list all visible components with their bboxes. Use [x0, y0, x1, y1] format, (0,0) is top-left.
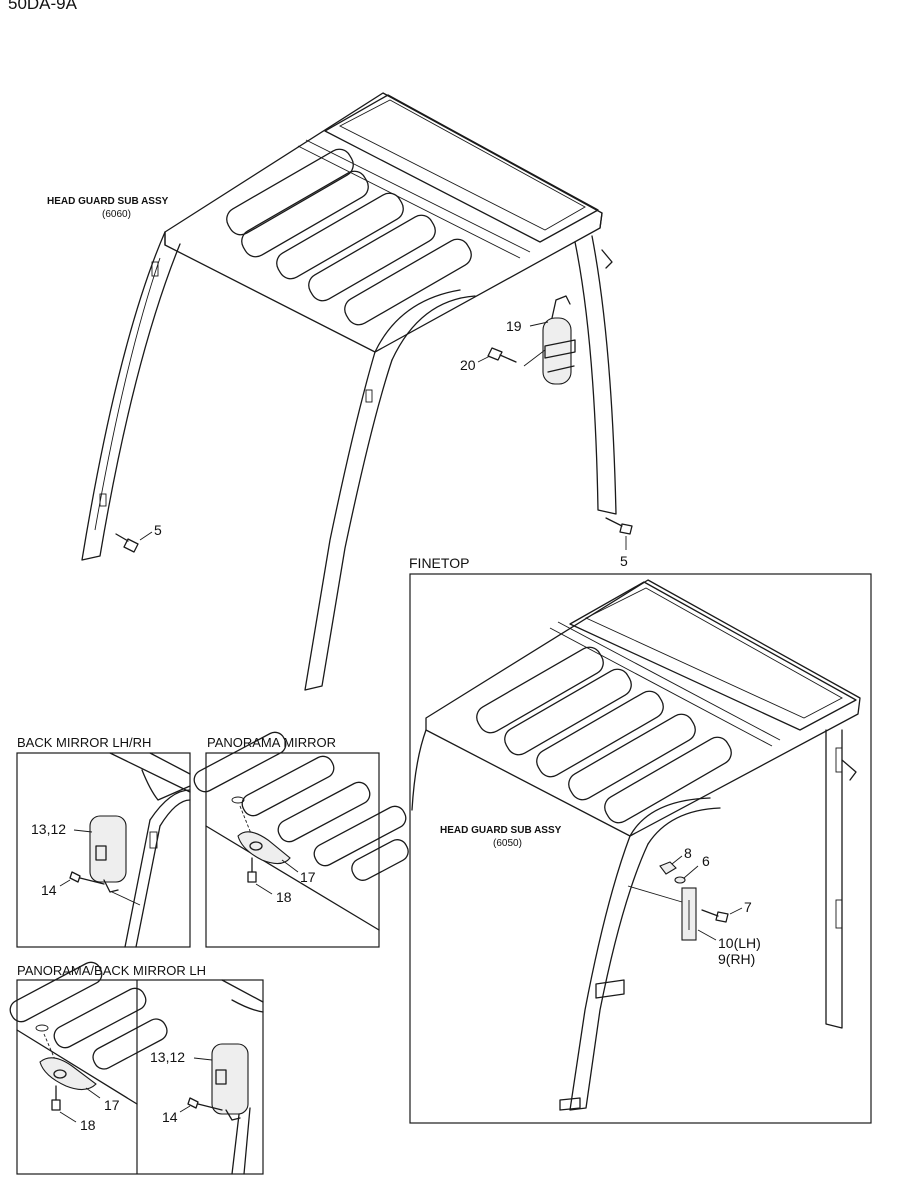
combo-back-mirror-detail: [179, 979, 264, 1175]
bolt: [115, 533, 139, 553]
bolt: [605, 517, 633, 535]
callout-9: 9(RH): [718, 951, 755, 967]
back-mirror-title: BACK MIRROR LH/RH: [17, 735, 151, 750]
panorama-detail: [193, 731, 409, 931]
bracket: [627, 885, 697, 941]
assembly-label: HEAD GUARD SUB ASSY: [47, 196, 169, 207]
finetop-head-guard: [411, 579, 861, 1111]
finetop-title: FINETOP: [409, 555, 469, 571]
roof-slot: [308, 214, 436, 302]
roof-slot: [226, 148, 354, 236]
combo-frame: [16, 979, 264, 1175]
bolt: [701, 909, 729, 923]
combo-panorama-detail: [9, 961, 168, 1123]
bolt: [487, 347, 517, 363]
panorama-frame: [205, 752, 380, 948]
callout-10: 10(LH): [718, 935, 761, 951]
combo-callout-18: 18: [80, 1117, 96, 1133]
model-code: 50DA-9A: [8, 0, 78, 13]
callout-8: 8: [684, 845, 692, 861]
assembly-code: (6060): [102, 209, 131, 220]
callout-5-left: 5: [154, 522, 162, 538]
callout-14: 14: [41, 882, 57, 898]
back-mirror-detail: [59, 752, 191, 948]
washer: [674, 876, 686, 884]
finetop-assembly-code: (6050): [493, 838, 522, 849]
finetop-assembly-label: HEAD GUARD SUB ASSY: [440, 825, 562, 836]
callout-6: 6: [702, 853, 710, 869]
panorama-title: PANORAMA MIRROR: [207, 735, 336, 750]
main-head-guard: [81, 92, 617, 691]
fire-extinguisher: [542, 295, 576, 385]
combo-callout-17: 17: [104, 1097, 120, 1113]
callout-13-12: 13,12: [31, 821, 66, 837]
callout-5-right: 5: [620, 553, 628, 569]
callout-7: 7: [744, 899, 752, 915]
roof-slot: [276, 192, 404, 280]
finetop-frame: [409, 573, 872, 1124]
callout-17: 17: [300, 869, 316, 885]
combo-callout-14: 14: [162, 1109, 178, 1125]
callout-18: 18: [276, 889, 292, 905]
callout-20: 20: [460, 357, 476, 373]
nut: [659, 861, 677, 875]
combo-title: PANORAMA/BACK MIRROR LH: [17, 963, 206, 978]
callout-19: 19: [506, 318, 522, 334]
roof-slot: [241, 170, 369, 258]
back-mirror-frame: [16, 752, 191, 948]
roof-slot: [344, 238, 472, 326]
combo-callout-13-12: 13,12: [150, 1049, 185, 1065]
